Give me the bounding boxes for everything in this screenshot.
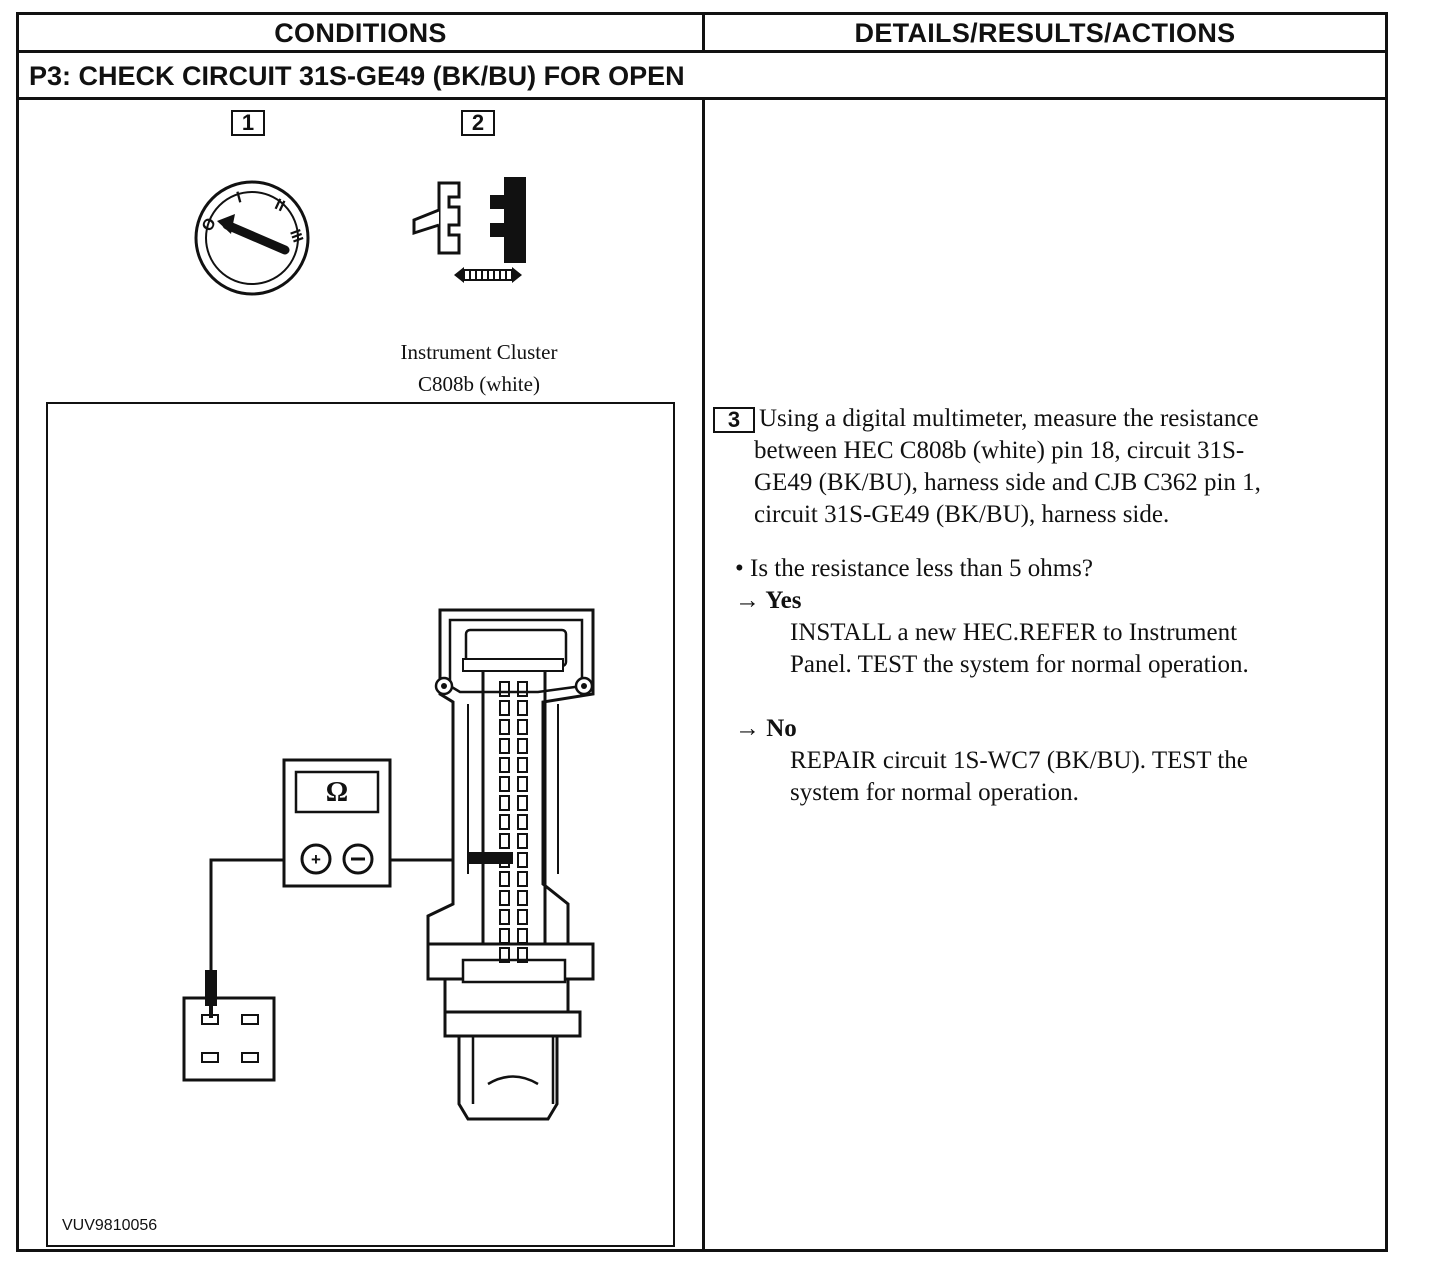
connector-c362-icon [182, 970, 276, 1082]
connector-pin [517, 681, 528, 697]
connector-pin [499, 909, 510, 925]
connector-pin [499, 776, 510, 792]
connector-pin [517, 871, 528, 887]
connector-pin [499, 700, 510, 716]
ignition-label-3: III [286, 227, 306, 245]
connector-pin [517, 757, 528, 773]
no-action-line-1: REPAIR circuit 1S-WC7 (BK/BU). TEST the [790, 747, 1248, 774]
no-label: → No [735, 715, 797, 742]
connector-pin [499, 928, 510, 944]
instruction-line-3: GE49 (BK/BU), harness side and CJB C362 … [754, 469, 1261, 496]
connector-pin [499, 795, 510, 811]
connector-pin [517, 814, 528, 830]
details-header: DETAILS/RESULTS/ACTIONS [854, 18, 1236, 48]
connector-pin [517, 852, 528, 868]
svg-text:+: + [311, 850, 321, 869]
instruction-line-1: Using a digital multimeter, measure the … [759, 405, 1259, 432]
connector-pin [517, 719, 528, 735]
question-text: • Is the resistance less than 5 ohms? [735, 555, 1093, 582]
ignition-switch-icon: O I II III [194, 180, 310, 296]
column-divider [702, 100, 705, 1252]
no-action-line-2: system for normal operation. [790, 779, 1079, 806]
meter-symbol: Ω [326, 777, 348, 808]
connector-pin [517, 738, 528, 754]
figure-code: VUV9810056 [62, 1217, 158, 1234]
table-header-row: CONDITIONS DETAILS/RESULTS/ACTIONS [19, 15, 1385, 53]
step-badge-1: 1 [231, 110, 265, 136]
conditions-header: CONDITIONS [19, 15, 705, 50]
step-badge-2: 2 [461, 110, 495, 136]
connector-pin [499, 719, 510, 735]
connector-c808b-icon [426, 608, 595, 1121]
yes-action-line-2: Panel. TEST the system for normal operat… [790, 651, 1249, 678]
connector-pin [499, 890, 510, 906]
instruction-line-4: circuit 31S-GE49 (BK/BU), harness side. [754, 501, 1170, 528]
instruction-line-2: between HEC C808b (white) pin 18, circui… [754, 437, 1245, 464]
connector-caption-line1: Instrument Cluster [400, 340, 558, 364]
yes-action-line-1: INSTALL a new HEC.REFER to Instrument [790, 619, 1238, 646]
multimeter-icon: Ω + [282, 758, 392, 888]
connector-pin [517, 947, 528, 963]
connector-pin [517, 795, 528, 811]
step-badge-3: 3 [713, 407, 755, 433]
connector-pin [499, 814, 510, 830]
connector-pin [499, 738, 510, 754]
step-title-row: P3: CHECK CIRCUIT 31S-GE49 (BK/BU) FOR O… [19, 53, 1385, 100]
connector-pin [517, 928, 528, 944]
measurement-diagram: Ω + [182, 608, 595, 1121]
step-title: P3: CHECK CIRCUIT 31S-GE49 (BK/BU) FOR O… [29, 61, 685, 91]
ignition-label-1: I [235, 189, 244, 207]
connector-pin [499, 833, 510, 849]
connector-disconnect-icon [412, 177, 526, 283]
connector-pin [517, 776, 528, 792]
connector-caption-line2: C808b (white) [418, 372, 540, 396]
connector-pin [499, 681, 510, 697]
connector-pins [499, 681, 528, 963]
connector-pin [517, 833, 528, 849]
connector-pin [499, 757, 510, 773]
measurement-figure: Ω + [46, 402, 675, 1247]
ignition-label-0: O [199, 215, 220, 234]
connector-pin [517, 890, 528, 906]
connector-pin [517, 909, 528, 925]
connector-pin [499, 871, 510, 887]
yes-label: → Yes [735, 587, 802, 614]
connector-pin [517, 700, 528, 716]
diagnostic-table: CONDITIONS DETAILS/RESULTS/ACTIONS P3: C… [16, 12, 1388, 1252]
connector-pin [499, 947, 510, 963]
